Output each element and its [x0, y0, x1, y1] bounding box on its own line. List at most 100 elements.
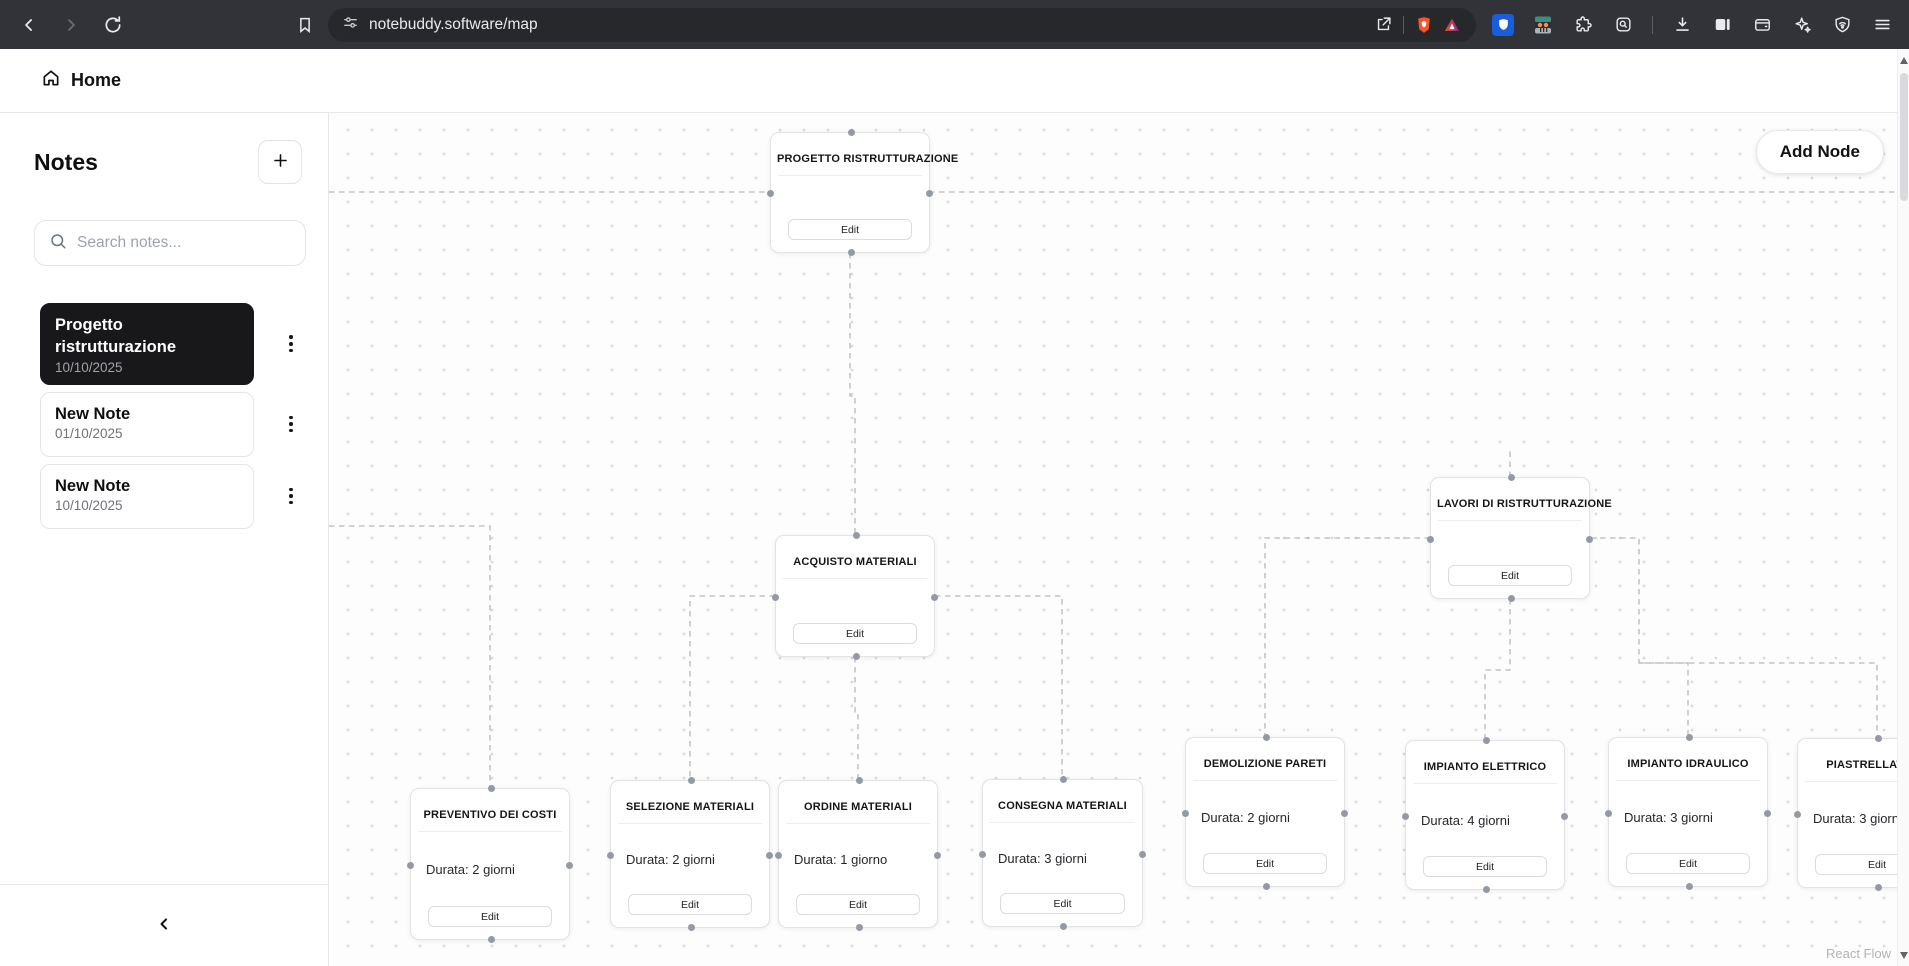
note-menu-kebab-icon[interactable] — [276, 409, 306, 439]
menu-button[interactable] — [1865, 8, 1899, 42]
node-handle-left[interactable] — [979, 850, 986, 858]
node-handle-right[interactable] — [1561, 812, 1568, 820]
share-button[interactable] — [1369, 11, 1397, 39]
node-handle-bottom[interactable] — [1262, 883, 1270, 890]
add-note-button[interactable] — [258, 140, 302, 184]
tune-icon[interactable] — [342, 14, 359, 36]
add-node-button-canvas[interactable]: Add Node — [1755, 130, 1884, 174]
node-edit-button[interactable]: Edit — [1423, 856, 1547, 877]
node-handle-bottom[interactable] — [1507, 595, 1515, 602]
scrollbar-thumb[interactable] — [1900, 73, 1908, 201]
node-handle-right[interactable] — [1139, 850, 1146, 858]
react-flow-attribution[interactable]: React Flow — [1825, 946, 1891, 961]
node-handle-top[interactable] — [1060, 776, 1067, 783]
node-handle-top[interactable] — [1262, 734, 1270, 741]
wallet-button[interactable] — [1745, 8, 1779, 42]
extensions-button[interactable] — [1566, 8, 1600, 42]
search-input[interactable] — [77, 234, 291, 252]
brave-shields-button[interactable] — [1410, 11, 1438, 39]
node-edit-button[interactable]: Edit — [793, 623, 917, 644]
node-handle-left[interactable] — [775, 851, 782, 859]
node-edit-button[interactable]: Edit — [628, 894, 752, 915]
search-extension-button[interactable] — [1606, 8, 1640, 42]
node-handle-bottom[interactable] — [487, 936, 495, 943]
note-menu-kebab-icon[interactable] — [276, 481, 306, 511]
node-handle-top[interactable] — [1482, 737, 1490, 744]
bookmark-button[interactable] — [288, 8, 322, 42]
home-breadcrumb[interactable]: Home — [71, 70, 122, 90]
avatar-extension-button[interactable] — [1526, 8, 1560, 42]
node-edit-button[interactable]: Edit — [428, 906, 552, 927]
node-handle-bottom[interactable] — [852, 653, 860, 660]
url-bar[interactable]: notebuddy.software/map — [328, 7, 1476, 42]
node-handle-top[interactable] — [852, 532, 860, 539]
sidebar-panel-button[interactable] — [1705, 8, 1739, 42]
node-handle-left[interactable] — [1402, 812, 1409, 820]
downloads-button[interactable] — [1665, 8, 1699, 42]
node-handle-bottom[interactable] — [855, 924, 863, 931]
scrollbar-up-arrow[interactable] — [1898, 53, 1909, 67]
node-handle-right[interactable] — [1586, 535, 1593, 543]
node-handle-top[interactable] — [687, 777, 695, 784]
node-handle-bottom[interactable] — [1874, 884, 1882, 891]
node-edit-button[interactable]: Edit — [1815, 854, 1897, 875]
node-edit-button[interactable]: Edit — [796, 894, 920, 915]
bitwarden-extension-button[interactable] — [1486, 8, 1520, 42]
node-handle-bottom[interactable] — [1060, 923, 1067, 930]
node-handle-right[interactable] — [766, 851, 773, 859]
node-handle-top[interactable] — [1685, 734, 1693, 741]
node-handle-top[interactable] — [487, 785, 495, 792]
node-handle-bottom[interactable] — [1482, 886, 1490, 893]
note-menu-kebab-icon[interactable] — [276, 329, 306, 359]
page-scrollbar[interactable] — [1897, 49, 1909, 966]
collapse-sidebar-button[interactable] — [154, 914, 174, 937]
node-edit-button[interactable]: Edit — [788, 219, 912, 240]
brave-rewards-button[interactable] — [1438, 11, 1466, 39]
back-button[interactable] — [12, 8, 46, 42]
node-handle-bottom[interactable] — [687, 924, 695, 931]
node-handle-right[interactable] — [931, 593, 938, 601]
node-handle-right[interactable] — [934, 851, 941, 859]
node-handle-left[interactable] — [1182, 809, 1189, 817]
node-handle-top[interactable] — [847, 129, 855, 136]
url-text[interactable]: notebuddy.software/map — [369, 15, 538, 33]
node-handle-left[interactable] — [1794, 810, 1801, 818]
node-handle-left[interactable] — [772, 593, 779, 601]
node-edit-button[interactable]: Edit — [1203, 853, 1327, 874]
node-edit-button[interactable]: Edit — [1626, 853, 1750, 874]
leo-ai-button[interactable] — [1785, 8, 1819, 42]
node-handle-top[interactable] — [1507, 474, 1515, 481]
vpn-button[interactable] — [1825, 8, 1859, 42]
node-handle-left[interactable] — [1427, 535, 1434, 543]
node-handle-right[interactable] — [566, 861, 573, 869]
node-handle-bottom[interactable] — [847, 249, 855, 256]
node-handle-top[interactable] — [1874, 735, 1882, 742]
node-edit-button[interactable]: Edit — [1000, 893, 1125, 914]
forward-button[interactable] — [54, 8, 88, 42]
reload-button[interactable] — [96, 8, 130, 42]
node-handle-right[interactable] — [1341, 809, 1348, 817]
node-handle-left[interactable] — [1605, 809, 1612, 817]
node-handle-right[interactable] — [926, 190, 933, 197]
node-edit-button[interactable]: Edit — [1448, 565, 1572, 586]
node-handle-right[interactable] — [1764, 809, 1771, 817]
node-handle-top[interactable] — [855, 777, 863, 784]
node-handle-bottom[interactable] — [1685, 883, 1693, 890]
node-handle-left[interactable] — [407, 861, 414, 869]
node-handle-left[interactable] — [767, 190, 774, 197]
